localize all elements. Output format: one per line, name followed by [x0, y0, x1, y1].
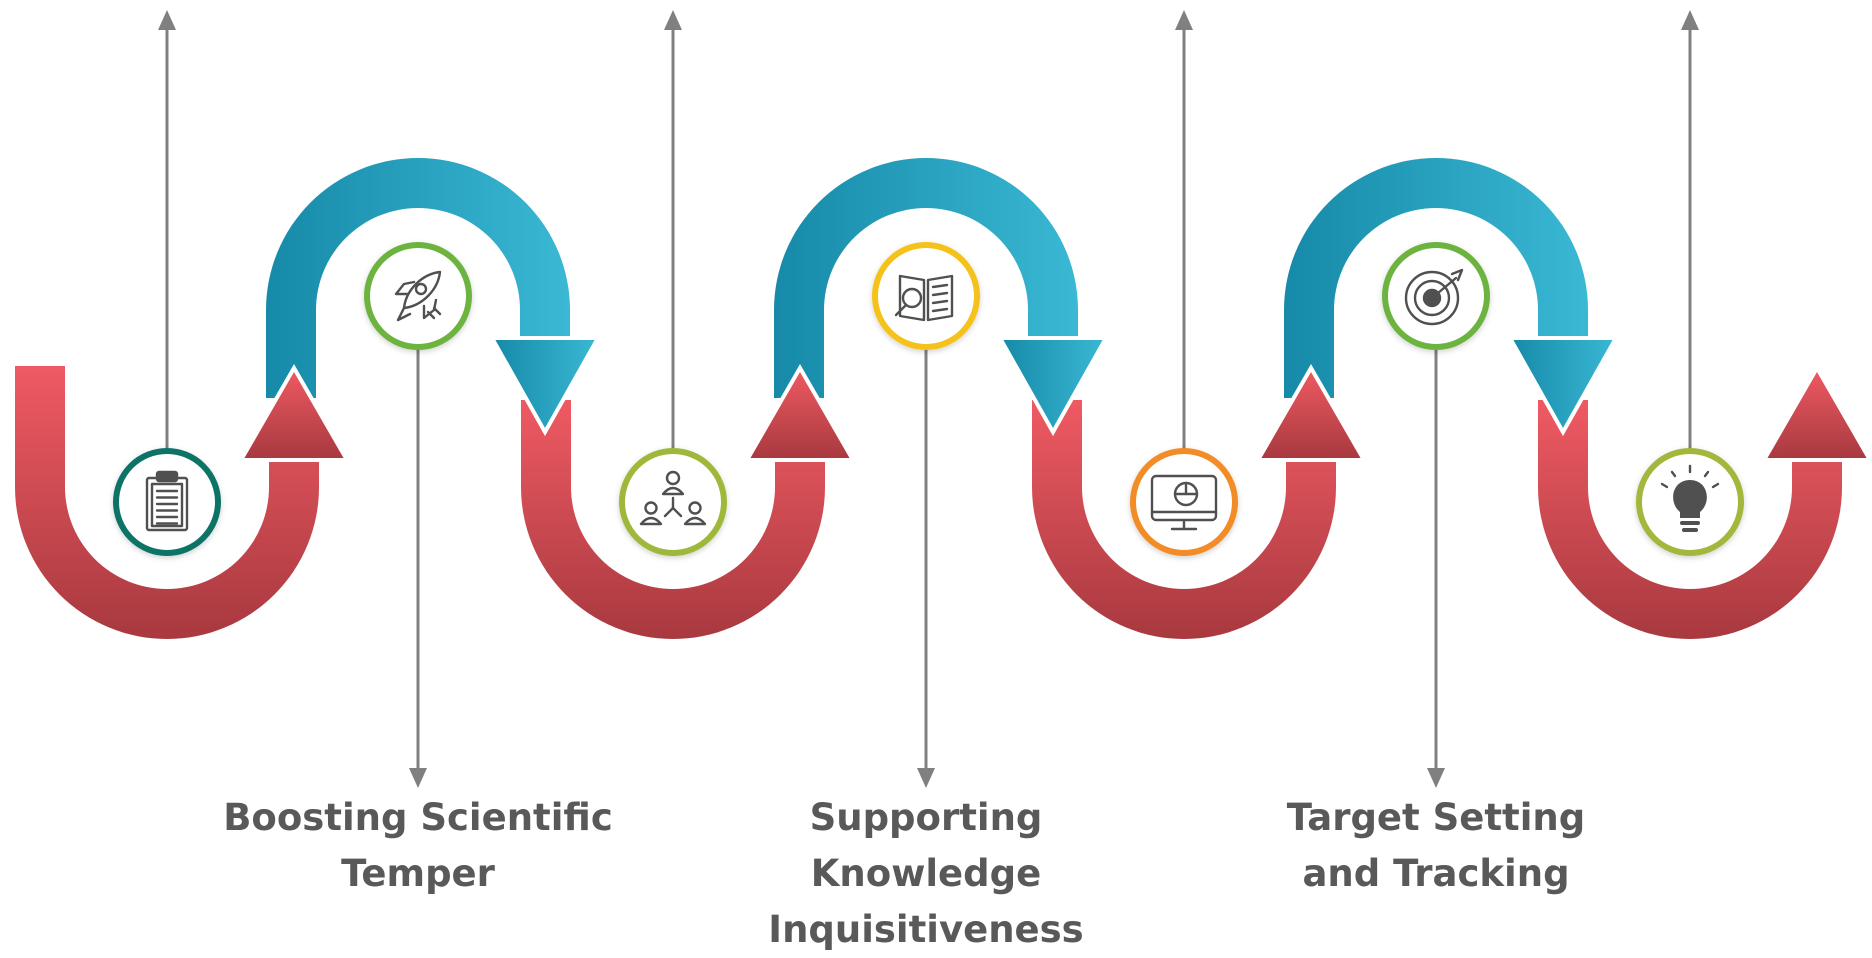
label-line: Target Setting	[1286, 796, 1586, 839]
blue-down-arrowhead	[996, 336, 1110, 437]
book-search-icon	[894, 274, 954, 322]
step-6-label: Target Setting and Tracking	[1226, 790, 1646, 902]
blue-arch-band	[774, 158, 1078, 398]
rocket-icon	[394, 270, 442, 322]
blue-arch-band	[1284, 158, 1588, 398]
red-u-band	[1032, 400, 1336, 639]
blue-down-arrowhead	[1506, 336, 1620, 437]
connector-arrow-icon	[664, 10, 682, 30]
label-line: Inquisitiveness	[768, 908, 1084, 951]
label-line: and Tracking	[1302, 852, 1570, 895]
arrow-heads	[237, 336, 1872, 462]
monitor-chart-icon	[1150, 474, 1218, 531]
label-line: Boosting Scientific	[223, 796, 613, 839]
connector-arrow-icon	[409, 768, 427, 788]
red-up-arrowhead	[237, 363, 351, 462]
connector-arrow-icon	[1175, 10, 1193, 30]
process-wave-diagram	[15, 10, 1872, 788]
clipboard-icon	[145, 470, 189, 532]
connector-arrow-icon	[1681, 10, 1699, 30]
icon-rings	[113, 242, 1744, 556]
step-5-ring	[1130, 448, 1238, 556]
red-u-band	[521, 400, 825, 639]
blue-arch-band	[266, 158, 570, 398]
connector-arrow-icon	[1427, 768, 1445, 788]
red-up-arrowhead	[1254, 363, 1368, 462]
red-u-band	[1538, 400, 1842, 639]
red-up-arrowhead	[1760, 363, 1872, 462]
red-u-band	[15, 366, 319, 639]
lightbulb-icon	[1660, 464, 1720, 532]
red-u-bands	[15, 366, 1842, 639]
label-line: Supporting Knowledge	[809, 796, 1043, 895]
blue-down-arrowhead	[488, 336, 602, 437]
step-2-ring	[364, 242, 472, 350]
blue-arch-bands	[266, 158, 1588, 398]
connector-lines	[158, 10, 1699, 788]
step-4-ring	[872, 242, 980, 350]
connector-arrow-icon	[158, 10, 176, 30]
red-up-arrowhead	[743, 363, 857, 462]
team-network-icon	[639, 470, 707, 526]
step-1-ring	[113, 448, 221, 556]
label-line: Temper	[341, 852, 495, 895]
connector-arrow-icon	[917, 768, 935, 788]
target-icon	[1404, 268, 1464, 326]
